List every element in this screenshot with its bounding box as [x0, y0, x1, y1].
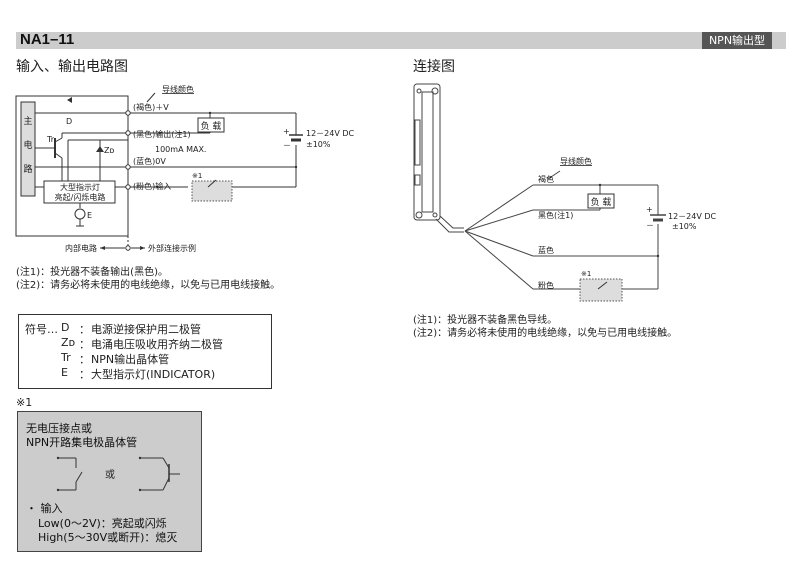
terminal-pink: (粉色)输入	[133, 181, 171, 191]
condition-low: Low(0～2V)：亮起或闪烁	[38, 517, 167, 530]
symbol-legend: 符号… D ： 电源逆接保护用二极管 Zᴅ ： 电涌电压吸收用齐纳二极管 Tr …	[18, 314, 272, 389]
terminal-blue: (蓝色)0V	[133, 156, 166, 166]
legend-desc-tr: NPN输出晶体管	[91, 353, 170, 366]
indicator-circuit-block	[43, 180, 116, 204]
indicator-e-label: E	[87, 211, 92, 220]
legend-sep: ：	[79, 323, 90, 336]
supply-tolerance-right: ±10%	[672, 222, 697, 231]
reference-symbols: 或	[56, 456, 180, 492]
type-badge: NPN输出型	[702, 32, 772, 49]
indicator-label-2: 亮起/闪烁电路	[55, 192, 106, 202]
load-box	[197, 117, 225, 133]
load-label-right: 负 载	[591, 196, 612, 208]
sensor-side-strip-2	[414, 174, 421, 186]
supply-voltage-right: 12－24V DC	[668, 212, 717, 221]
transistor-label: Tr	[46, 135, 55, 144]
or-label: 或	[105, 469, 115, 481]
main-circuit-char-3: 路	[23, 163, 32, 175]
load-box-right	[587, 193, 615, 209]
condition-high: High(5～30V或断开)：熄灭	[38, 531, 178, 544]
legend-desc-zd: 电涌电压吸收用齐纳二极管	[91, 338, 223, 351]
input-heading: ・ 输入	[26, 502, 63, 515]
external-connection-label: 外部连接示例	[148, 243, 196, 253]
wire-blue-label: 蓝色	[538, 245, 554, 255]
terminal-brown: (褐色)＋V	[133, 102, 169, 112]
legend-sep: ：	[79, 338, 90, 351]
wire-color-label: 导线颜色	[162, 84, 194, 94]
reference-title-1: 无电压接点或	[26, 422, 92, 435]
right-note-2: (注2)：请务必将未使用的电线绝缘，以免与已用电线接触。	[413, 328, 678, 339]
legend-sep: ：	[79, 368, 90, 381]
load-label: 负 载	[201, 120, 222, 132]
diode-label: D	[66, 117, 72, 126]
diode-symbol	[67, 97, 72, 103]
legend-desc-d: 电源逆接保护用二极管	[91, 323, 201, 336]
main-circuit-block	[20, 101, 36, 197]
legend-symbol-e: E	[61, 366, 68, 379]
legend-symbol-zd: Zᴅ	[61, 336, 76, 349]
io-circuit-diagram: 负 载 大型指示灯 亮起/闪烁电路 主 电 路 D Tr Zᴅ E (褐色)＋V…	[15, 84, 355, 253]
wire-color-label-right: 导线颜色	[560, 156, 592, 166]
left-note-2: (注2)：请务必将未使用的电线绝缘，以免与已用电线接触。	[16, 280, 281, 291]
ref-mark-left: ※1	[192, 172, 202, 180]
internal-circuit-label: 内部电路	[65, 243, 97, 253]
header-bar	[16, 32, 786, 49]
sensor-body	[413, 83, 441, 221]
legend-symbol-d: D	[61, 321, 70, 334]
contact-dots	[56, 456, 142, 492]
left-note-1: (注1)：投光器不装备输出(黑色)。	[16, 267, 168, 278]
terminal-black: (黑色)输出(注1)	[133, 129, 191, 139]
connection-diagram: 负 载 导线颜色 褐色 黑色(注1) 蓝色 粉色 + － 12－24V DC ±…	[413, 83, 717, 302]
current-limit: 100mA MAX.	[155, 145, 206, 154]
io-circuit-title: 输入、输出电路图	[16, 59, 128, 75]
wire-black-label: 黑色(注1)	[538, 210, 573, 220]
reference-mark: ※1	[16, 396, 33, 409]
wire-brown-label: 褐色	[538, 174, 554, 184]
supply-voltage: 12－24V DC	[306, 129, 355, 138]
indicator-label-1: 大型指示灯	[60, 182, 100, 192]
legend-sep: ：	[79, 353, 90, 366]
legend-desc-e: 大型指示灯(INDICATOR)	[91, 368, 216, 381]
sensor-side-strip-1	[414, 119, 421, 166]
legend-prefix: 符号…	[25, 323, 58, 336]
main-circuit-char-1: 主	[23, 115, 32, 127]
minus-sign: －	[283, 141, 291, 150]
plus-sign-right: +	[646, 205, 653, 214]
zener-label: Zᴅ	[104, 146, 114, 155]
wire-pink-label: 粉色	[538, 280, 554, 290]
right-note-1: (注1)：投光器不装备黑色导线。	[413, 315, 558, 326]
main-circuit-char-2: 电	[23, 139, 32, 151]
sensor-window	[421, 91, 434, 213]
reference-title-2: NPN开路集电极晶体管	[26, 436, 138, 449]
plus-sign: +	[283, 127, 290, 136]
minus-sign-right: －	[646, 221, 654, 230]
connection-diagram-title: 连接图	[413, 59, 455, 75]
external-switch-box-right	[579, 278, 623, 302]
reference-box: 无电压接点或 NPN开路集电极晶体管 或 ・ 输入 Low(0～2V)：亮起或闪…	[17, 411, 202, 552]
ref-mark-right: ※1	[581, 270, 591, 278]
supply-tolerance: ±10%	[306, 140, 331, 149]
model-title: NA1–11	[20, 31, 75, 48]
external-switch-box	[191, 180, 233, 202]
legend-symbol-tr: Tr	[61, 351, 71, 364]
zener-symbol	[96, 146, 104, 152]
